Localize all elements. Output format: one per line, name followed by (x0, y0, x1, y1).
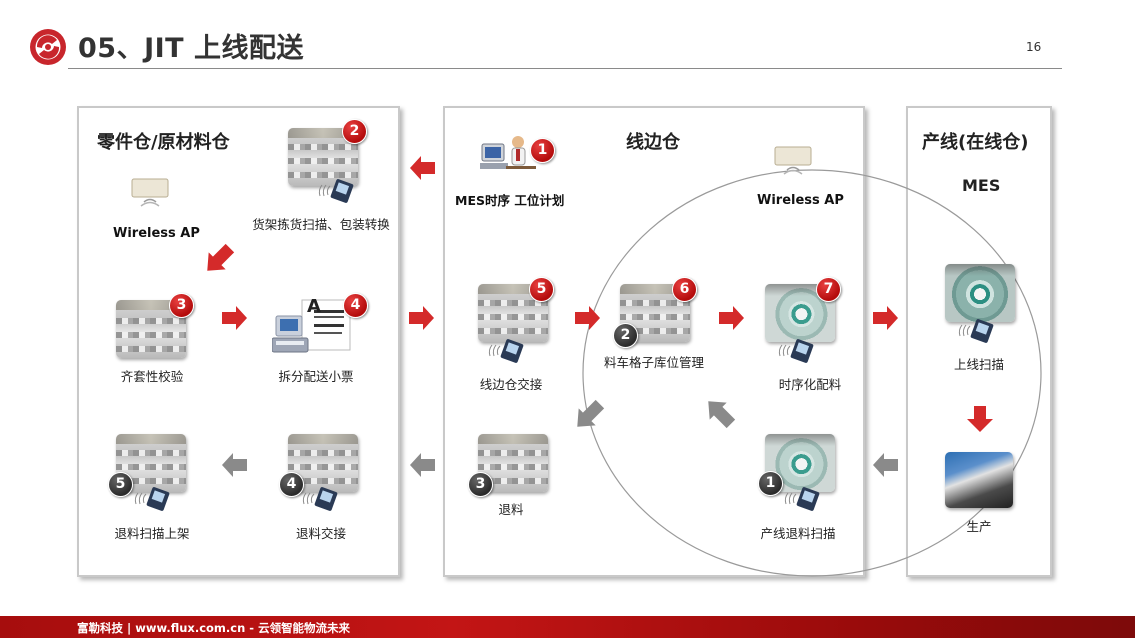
step-label: 退料 (498, 502, 524, 517)
step-badge: 5 (529, 277, 554, 302)
step-badge: 3 (468, 472, 493, 497)
step-badge: 2 (613, 323, 638, 348)
wireless-ap-icon (130, 178, 170, 212)
company-logo-icon (28, 27, 68, 67)
step-badge: 4 (279, 472, 304, 497)
arrow-right-icon (222, 306, 247, 330)
step-label: 退料扫描上架 (114, 526, 190, 541)
middle-panel-title: 线边仓 (626, 132, 680, 153)
step-badge: 3 (169, 293, 194, 318)
arrow-diagonal-icon (577, 399, 605, 427)
arrow-diagonal-icon (207, 243, 235, 271)
scanner-icon (956, 318, 996, 344)
right-panel-title: 产线(在线仓) (922, 132, 1029, 153)
scanner-icon (132, 486, 172, 512)
step-label: 退料交接 (295, 526, 346, 541)
arrow-right-icon (575, 306, 600, 330)
step-badge: 5 (108, 472, 133, 497)
footer-text: 富勒科技 | www.flux.com.cn - 云领智能物流未来 (77, 621, 351, 635)
step-badge: 2 (342, 119, 367, 144)
header-divider (68, 68, 1062, 69)
step-label: 上线扫描 (953, 357, 1004, 372)
arrow-down-icon (967, 406, 993, 432)
page-number: 16 (1026, 40, 1042, 54)
step-label: 料车格子库位管理 (603, 355, 704, 370)
scanner-icon (782, 486, 822, 512)
step-label: 货架拣货扫描、包装转换 (252, 217, 390, 232)
step-label: 拆分配送小票 (278, 369, 354, 384)
online-scan-image (945, 264, 1015, 322)
red-arrows (207, 156, 993, 432)
left-panel-title: 零件仓/原材料仓 (97, 132, 230, 153)
step-badge: 7 (816, 277, 841, 302)
scanner-icon (776, 338, 816, 364)
line-side-handover-image (478, 284, 548, 342)
mes-computer-icon (480, 130, 536, 182)
step-badge: 1 (758, 471, 783, 496)
step-label: 产线退料扫描 (760, 526, 836, 541)
arrow-left-icon (222, 453, 247, 477)
arrow-left-icon (410, 156, 435, 180)
arrow-left-icon (873, 453, 898, 477)
step-badge: 4 (343, 293, 368, 318)
arrow-diagonal-icon (708, 401, 736, 429)
right-panel-subtitle: MES (962, 176, 1001, 195)
gray-arrows (222, 399, 898, 477)
arrow-right-icon (873, 306, 898, 330)
scanner-icon (316, 178, 356, 204)
step-label: 齐套性校验 (120, 369, 184, 384)
ticket-printer-image (271, 296, 352, 358)
wireless-ap-icon (773, 146, 813, 180)
scanner-icon (300, 486, 340, 512)
arrow-right-icon (409, 306, 434, 330)
middle-wireless-ap-label: Wireless AP (757, 193, 844, 208)
left-wireless-ap-label: Wireless AP (113, 226, 200, 241)
scanner-icon (486, 338, 526, 364)
footer-bar (0, 616, 1135, 638)
page-title: 05、JIT 上线配送 (78, 33, 304, 64)
step-badge: 1 (530, 138, 555, 163)
arrow-left-icon (410, 453, 435, 477)
arrow-right-icon (719, 306, 744, 330)
ticket-letter: A (307, 296, 321, 317)
kit-check-image (116, 300, 186, 358)
cycle-circle (582, 169, 1042, 577)
mes-plan-label: MES时序 工位计划 (455, 193, 565, 208)
step-badge: 6 (672, 277, 697, 302)
step-label: 生产 (966, 519, 992, 534)
production-image (945, 452, 1013, 508)
step-label: 线边仓交接 (479, 377, 543, 392)
step-label: 时序化配料 (778, 377, 842, 392)
